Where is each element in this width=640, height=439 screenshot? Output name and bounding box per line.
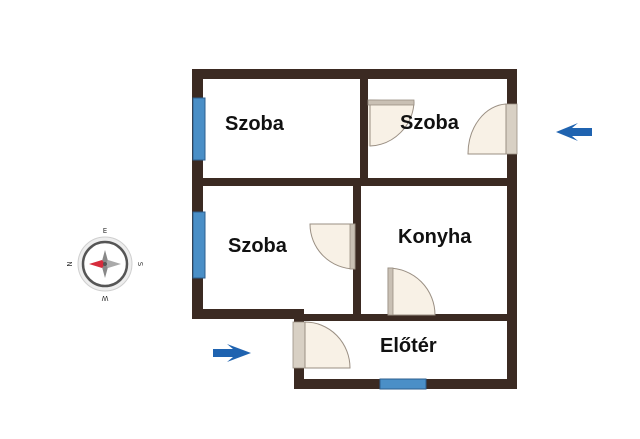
compass-s: S xyxy=(136,262,144,267)
window-left-top xyxy=(192,97,206,161)
room-label-szoba-2: Szoba xyxy=(400,112,459,134)
arrow-right-icon xyxy=(213,344,251,362)
compass-w: W xyxy=(101,294,108,302)
windows xyxy=(192,97,427,390)
door-hall xyxy=(292,321,351,369)
door-room3 xyxy=(309,223,356,270)
room-label-eloter: Előtér xyxy=(380,335,437,357)
window-bottom xyxy=(379,378,427,390)
door-entrance-room2 xyxy=(467,103,518,155)
door-kitchen xyxy=(387,267,436,316)
room-label-szoba-3: Szoba xyxy=(228,235,287,257)
room-label-konyha: Konyha xyxy=(398,226,472,248)
compass-n: N xyxy=(66,261,74,266)
compass-e: E xyxy=(103,227,107,235)
compass-icon: N E S W xyxy=(66,227,144,302)
arrow-left-icon xyxy=(556,123,592,141)
door-room2 xyxy=(367,99,415,147)
interior-walls xyxy=(203,79,507,321)
window-left-middle xyxy=(192,211,206,279)
room-label-szoba-1: Szoba xyxy=(225,113,284,135)
